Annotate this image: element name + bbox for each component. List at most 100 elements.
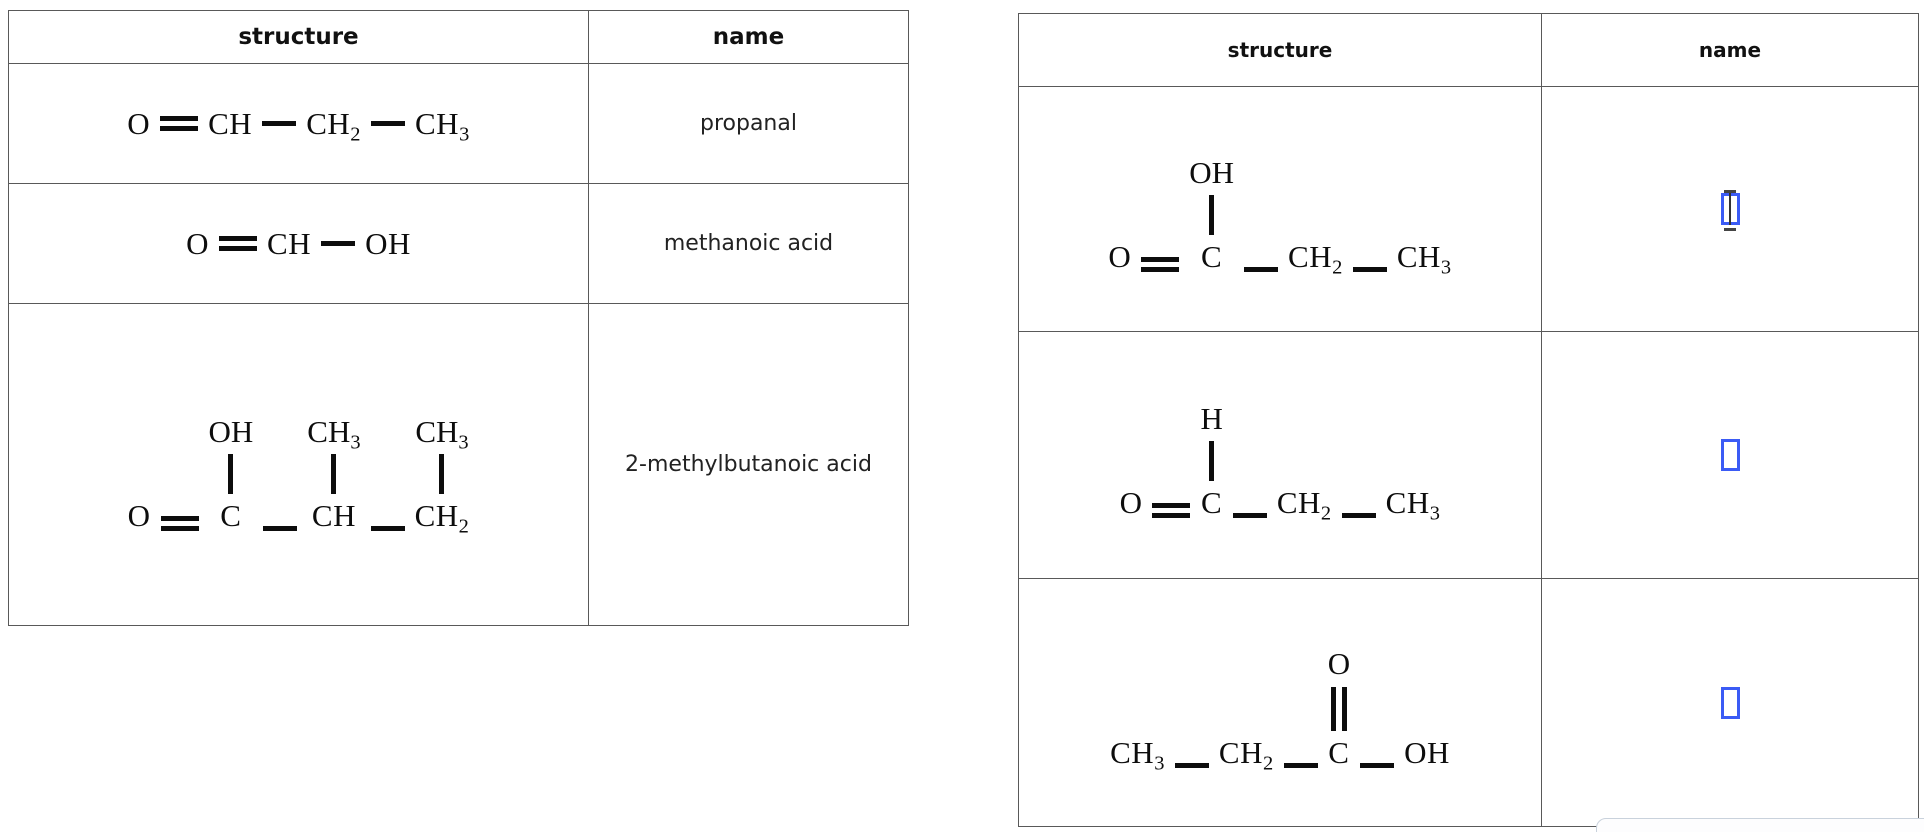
atom-CH2: CH2	[1218, 734, 1274, 775]
popup-panel-edge	[1596, 818, 1924, 832]
atom-O: O	[127, 106, 151, 141]
atom-C: C	[1201, 238, 1223, 274]
table-header-row: structure name	[1018, 13, 1919, 87]
substituent-CH3: CH3	[307, 414, 361, 454]
single-bond	[321, 241, 356, 246]
atom-CH3: CH3	[1396, 238, 1452, 279]
single-bond	[1360, 762, 1395, 768]
column-header-name: name	[588, 10, 909, 64]
atom-group-C-with-H: H C	[1200, 403, 1222, 518]
atom-CH: CH	[208, 106, 253, 141]
column-header-structure: structure	[8, 10, 589, 64]
placeholder-glyph-icon[interactable]	[1720, 190, 1740, 225]
substituent-OH: OH	[208, 414, 254, 449]
single-bond	[1341, 512, 1376, 518]
atom-CH2: CH2	[306, 106, 361, 146]
placeholder-glyph-icon[interactable]	[1720, 686, 1740, 719]
bond-group	[1142, 436, 1200, 518]
bond-group	[1350, 696, 1404, 768]
table-row: O CH CH2 CH3 propanal	[8, 63, 909, 184]
atom-C: C	[1328, 734, 1350, 770]
formula-row2: O H C	[1019, 393, 1541, 525]
atom-group-OH: OH	[1404, 670, 1450, 768]
double-bond	[1152, 502, 1191, 518]
formula-row3: CH3 CH2 O	[1019, 638, 1541, 775]
double-bond	[1141, 256, 1180, 272]
formula-row1: O OH C	[1019, 147, 1541, 279]
single-bond	[1232, 512, 1267, 518]
bond-group	[1332, 446, 1386, 518]
bond-group	[253, 459, 307, 531]
atom-C: C	[220, 498, 242, 533]
single-bond	[1244, 266, 1279, 272]
atom-group-C-with-double-O: O C	[1328, 648, 1350, 768]
table-header-row: structure name	[8, 10, 909, 64]
answered-examples-table: structure name O CH CH2 CH3 propanal	[8, 10, 909, 626]
double-bond	[160, 516, 199, 531]
table-row: O OH C	[1018, 86, 1919, 332]
structure-cell-row1: O OH C	[1018, 86, 1542, 332]
vertical-bond	[331, 454, 337, 494]
name-cell-methanoic-acid: methanoic acid	[588, 183, 909, 304]
atom-CH2: CH2	[414, 498, 470, 538]
name-cell-propanal: propanal	[588, 63, 909, 184]
structure-cell-methanoic-acid: O CH OH	[8, 183, 589, 304]
single-bond	[263, 526, 298, 531]
atom-CH2: CH2	[1276, 484, 1332, 525]
structure-cell-row2: O H C	[1018, 331, 1542, 579]
substituent-O: O	[1327, 645, 1351, 681]
exercise-table: structure name O OH	[1018, 13, 1919, 827]
atom-CH: CH	[311, 498, 356, 533]
atom-group-CH2: CH2	[1288, 174, 1343, 279]
table-row: CH3 CH2 O	[1018, 578, 1919, 827]
formula-propanal: O CH CH2 CH3	[9, 106, 588, 146]
structure-cell-propanal: O CH CH2 CH3	[8, 63, 589, 184]
atom-O: O	[1108, 238, 1132, 274]
bond-group	[1223, 446, 1277, 518]
bond-group	[1165, 696, 1219, 768]
double-bond	[160, 116, 199, 131]
name-input-cell-row2[interactable]	[1541, 331, 1919, 579]
substituent-CH3: CH3	[415, 414, 469, 454]
bond-group	[361, 459, 415, 531]
table-row: O CH OH methanoic acid	[8, 183, 909, 304]
atom-O: O	[1119, 484, 1143, 520]
atom-CH3: CH3	[1110, 734, 1165, 775]
single-bond	[262, 121, 297, 126]
formula-methanoic-acid: O CH OH	[9, 228, 588, 259]
name-input-cell-row3[interactable]	[1541, 578, 1919, 827]
substituent-OH: OH	[1189, 154, 1235, 190]
atom-group-C-with-OH: OH C	[209, 416, 254, 531]
atom-O: O	[127, 498, 151, 533]
atom-group-CH2-with-CH3: CH3 CH2	[414, 414, 470, 538]
atom-group-CH-with-CH3: CH3 CH	[307, 416, 360, 531]
atom-CH3: CH3	[414, 106, 470, 146]
atom-group-O: O	[1120, 420, 1143, 518]
single-bond	[1352, 266, 1387, 272]
structure-cell-2-methylbutanoic-acid: O OH C CH3	[8, 303, 589, 626]
atom-group-CH2: CH2	[1218, 670, 1274, 775]
bond-group	[151, 449, 209, 531]
bond-group	[1343, 200, 1397, 272]
single-bond	[370, 526, 405, 531]
column-header-name: name	[1541, 13, 1919, 87]
atom-O: O	[186, 226, 210, 261]
atom-group-CH2: CH2	[1276, 420, 1332, 525]
atom-C: C	[1201, 484, 1223, 520]
atom-group-CH3: CH3	[1396, 174, 1452, 279]
substituent-H: H	[1200, 400, 1223, 436]
atom-group-CH3: CH3	[1110, 670, 1165, 775]
double-bond	[219, 236, 258, 251]
name-cell-2-methylbutanoic-acid: 2-methylbutanoic acid	[588, 303, 909, 626]
vertical-bond	[439, 454, 445, 494]
single-bond	[1283, 762, 1318, 768]
single-bond	[1174, 762, 1209, 768]
atom-OH: OH	[1404, 734, 1450, 770]
atom-CH2: CH2	[1288, 238, 1343, 279]
placeholder-glyph-icon[interactable]	[1720, 439, 1740, 471]
atom-OH: OH	[365, 226, 411, 261]
name-input-cell-row1[interactable]	[1541, 86, 1919, 332]
single-bond	[370, 121, 405, 126]
atom-CH: CH	[267, 226, 312, 261]
